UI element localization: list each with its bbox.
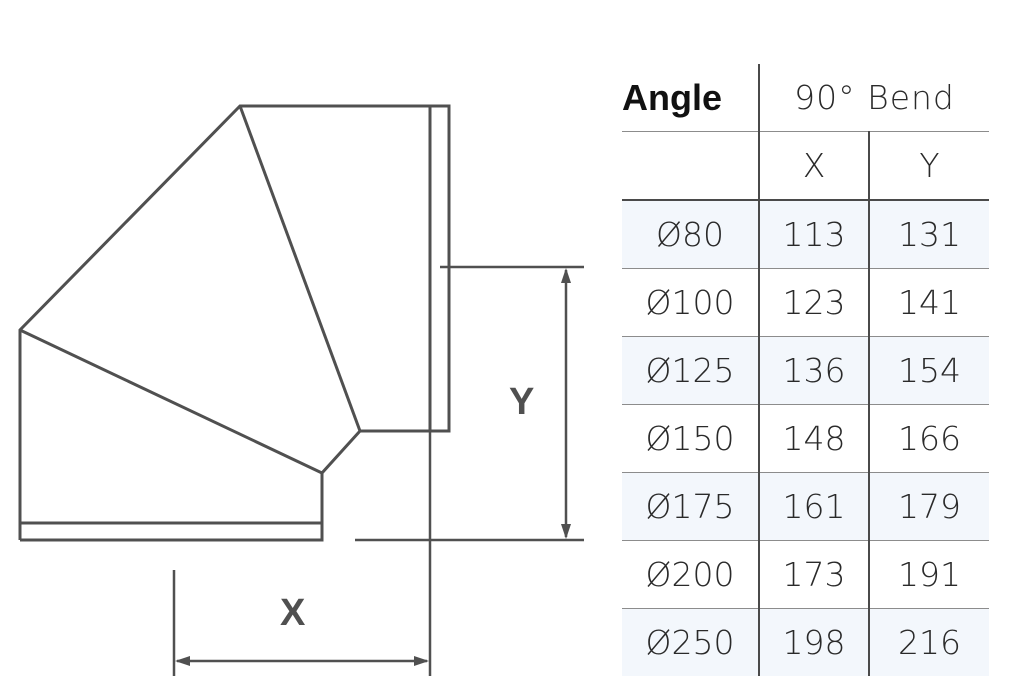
x-value-cell: 173 xyxy=(758,540,869,609)
y-value-cell: 179 xyxy=(867,472,990,541)
table-row: Ø80 113 131 xyxy=(622,200,990,269)
column-header-x: X xyxy=(758,131,869,201)
x-value-cell: 148 xyxy=(758,404,869,473)
x-value-cell: 198 xyxy=(758,608,869,676)
y-value-cell: 216 xyxy=(867,608,990,676)
diameter-cell: Ø100 xyxy=(622,268,759,337)
y-arrow-bottom xyxy=(561,524,571,539)
dimension-x-label: X xyxy=(280,592,306,634)
angle-label: Angle xyxy=(622,64,759,132)
x-value-cell: 113 xyxy=(758,200,869,269)
table-row: Ø250 198 216 xyxy=(622,608,990,676)
y-value-cell: 131 xyxy=(867,200,990,269)
diameter-cell: Ø250 xyxy=(622,608,759,676)
table-header-row: X Y xyxy=(622,131,990,201)
elbow-outline xyxy=(18,104,451,542)
dimension-table: Angle 90° Bend X Y Ø80 113 131 Ø100 123 … xyxy=(622,64,990,676)
diameter-cell: Ø200 xyxy=(622,540,759,609)
y-arrow-top xyxy=(561,268,571,283)
x-value-cell: 123 xyxy=(758,268,869,337)
x-value-cell: 136 xyxy=(758,336,869,405)
y-value-cell: 191 xyxy=(867,540,990,609)
table-row: Ø200 173 191 xyxy=(622,540,990,609)
table-row: Ø125 136 154 xyxy=(622,336,990,405)
y-value-cell: 141 xyxy=(867,268,990,337)
y-value-cell: 166 xyxy=(867,404,990,473)
table-row: Ø175 161 179 xyxy=(622,472,990,541)
angle-value: 90° Bend xyxy=(757,64,990,132)
x-arrow-left xyxy=(175,656,190,666)
elbow-diagram xyxy=(18,104,584,676)
diameter-cell: Ø80 xyxy=(622,200,759,269)
elbow-seam-lower xyxy=(19,328,323,475)
table-title-row: Angle 90° Bend xyxy=(622,64,990,132)
column-header-y: Y xyxy=(867,131,990,201)
elbow-seam-upper xyxy=(238,105,362,432)
diameter-cell: Ø175 xyxy=(622,472,759,541)
diameter-cell: Ø125 xyxy=(622,336,759,405)
table-row: Ø150 148 166 xyxy=(622,404,990,473)
dimension-y-label: Y xyxy=(509,381,535,423)
x-value-cell: 161 xyxy=(758,472,869,541)
diameter-cell: Ø150 xyxy=(622,404,759,473)
header-empty-cell xyxy=(622,131,759,201)
y-value-cell: 154 xyxy=(867,336,990,405)
table-row: Ø100 123 141 xyxy=(622,268,990,337)
x-arrow-right xyxy=(414,656,429,666)
